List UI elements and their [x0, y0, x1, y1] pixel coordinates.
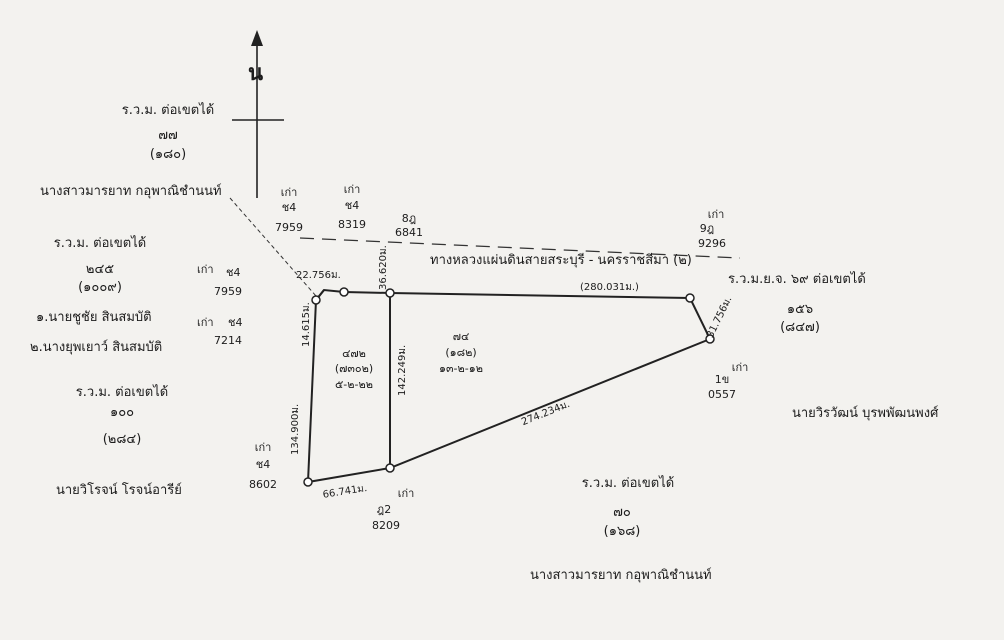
dimension-d5: 14.615ม. [301, 302, 312, 347]
marker-1-a: เก่า [280, 186, 298, 199]
marker-2-a: เก่า [343, 183, 361, 196]
neighbor-left-lower-line2: ๑๐๐ [109, 405, 135, 420]
parcel-small-doc: (๗๓๐๒) [334, 362, 374, 375]
dimension-d6: 142.249ม. [397, 344, 408, 396]
neighbor-top-left-owner: นางสาวมารยาท กอุพาณิชำนนท์ [40, 184, 222, 199]
marker-9-c: 8209 [372, 519, 400, 532]
neighbor-top-left-line1: ร.ว.ม. ต่อเขตได้ [121, 103, 215, 118]
neighbor-left-owner-2: ๒.นางยุพเยาว์ สินสมบัติ [30, 340, 163, 355]
marker-9-a: เก่า [397, 487, 415, 500]
marker-7-b: 1ข [714, 373, 730, 386]
survey-pegs [303, 287, 715, 487]
neighbor-left-lower-line1: ร.ว.ม. ต่อเขตได้ [75, 385, 169, 400]
neighbor-left-line1: ร.ว.ม. ต่อเขตได้ [53, 236, 147, 251]
neighbor-left-lower-line3: (๒๘๔) [102, 432, 142, 447]
neighbor-right-owner: นายวิรวัฒน์ บุรพพัฒนพงศ์ [792, 406, 939, 421]
marker-9-b: ฎ2 [376, 503, 392, 516]
marker-6-c: 7214 [214, 334, 242, 347]
marker-7-c: 0557 [708, 388, 736, 401]
neighbor-right-line2: ๑๕๖ [786, 302, 814, 317]
marker-3-a: 8ฎ [401, 212, 417, 225]
dimension-d1: 22.756ม. [296, 270, 341, 281]
marker-6-b: ช4 [228, 316, 243, 329]
marker-7-a: เก่า [731, 361, 749, 374]
neighbor-top-left-line3: (๑๘๐) [149, 147, 187, 162]
leader-line [229, 197, 317, 297]
north-arrow [232, 30, 284, 198]
road-label: ทางหลวงแผ่นดินสายสระบุรี - นครราชสีมา (๒… [430, 253, 692, 268]
neighbor-bottom-line1: ร.ว.ม. ต่อเขตได้ [581, 476, 675, 491]
marker-2-c: 8319 [338, 218, 366, 231]
marker-2-b: ช4 [344, 199, 360, 212]
parcel-large-area: ๑๓-๒-๑๒ [439, 362, 483, 375]
parcel-large-doc: (๑๘๒) [445, 346, 477, 359]
north-label: น [248, 61, 264, 86]
marker-1-c: 7959 [275, 221, 303, 234]
marker-8-a: เก่า [254, 441, 272, 454]
marker-4-c: 9296 [698, 237, 726, 250]
marker-4-b: 9ฎ [699, 222, 715, 235]
marker-8-c: 8602 [249, 478, 277, 491]
dimension-d3: (280.031ม.) [580, 282, 639, 293]
marker-1-b: ช4 [281, 201, 297, 214]
dimension-d2: 36.620ม. [378, 245, 389, 290]
marker-5-c: 7959 [214, 285, 242, 298]
marker-6-a: เก่า [197, 316, 214, 329]
neighbor-left-owner-1: ๑.นายชูชัย สินสมบัติ [36, 310, 152, 325]
parcel-small-area: ๕-๒-๒๒ [334, 378, 374, 391]
neighbor-top-left-line2: ๗๗ [158, 128, 178, 143]
neighbor-bottom-owner: นางสาวมารยาท กอุพาณิชำนนท์ [530, 568, 712, 583]
neighbor-bottom-line2: ๗๐ [613, 505, 631, 520]
parcel-large-number: ๗๔ [452, 330, 470, 343]
neighbor-right-line1: ร.ว.ม.ย.จ. ๖๙ ต่อเขตได้ [728, 272, 866, 287]
marker-5-a: เก่า [197, 263, 214, 276]
marker-8-b: ช4 [255, 458, 271, 471]
marker-4-a: เก่า [707, 208, 725, 221]
parcel-small-number: ๔๗๒ [342, 347, 366, 360]
neighbor-bottom-line3: (๑๖๘) [603, 524, 641, 539]
marker-5-b: ช4 [226, 266, 241, 279]
road-line [299, 237, 741, 259]
neighbor-left-line2: ๒๔๕ [85, 262, 115, 277]
neighbor-left-lower-owner: นายวิโรจน์ โรจน์อารีย์ [56, 483, 182, 498]
neighbor-right-line3: (๘๔๗) [780, 320, 820, 335]
neighbor-left-line3: (๑๐๐๙) [78, 280, 122, 295]
dimension-d7: 134.900ม. [290, 403, 301, 455]
marker-3-b: 6841 [395, 226, 423, 239]
